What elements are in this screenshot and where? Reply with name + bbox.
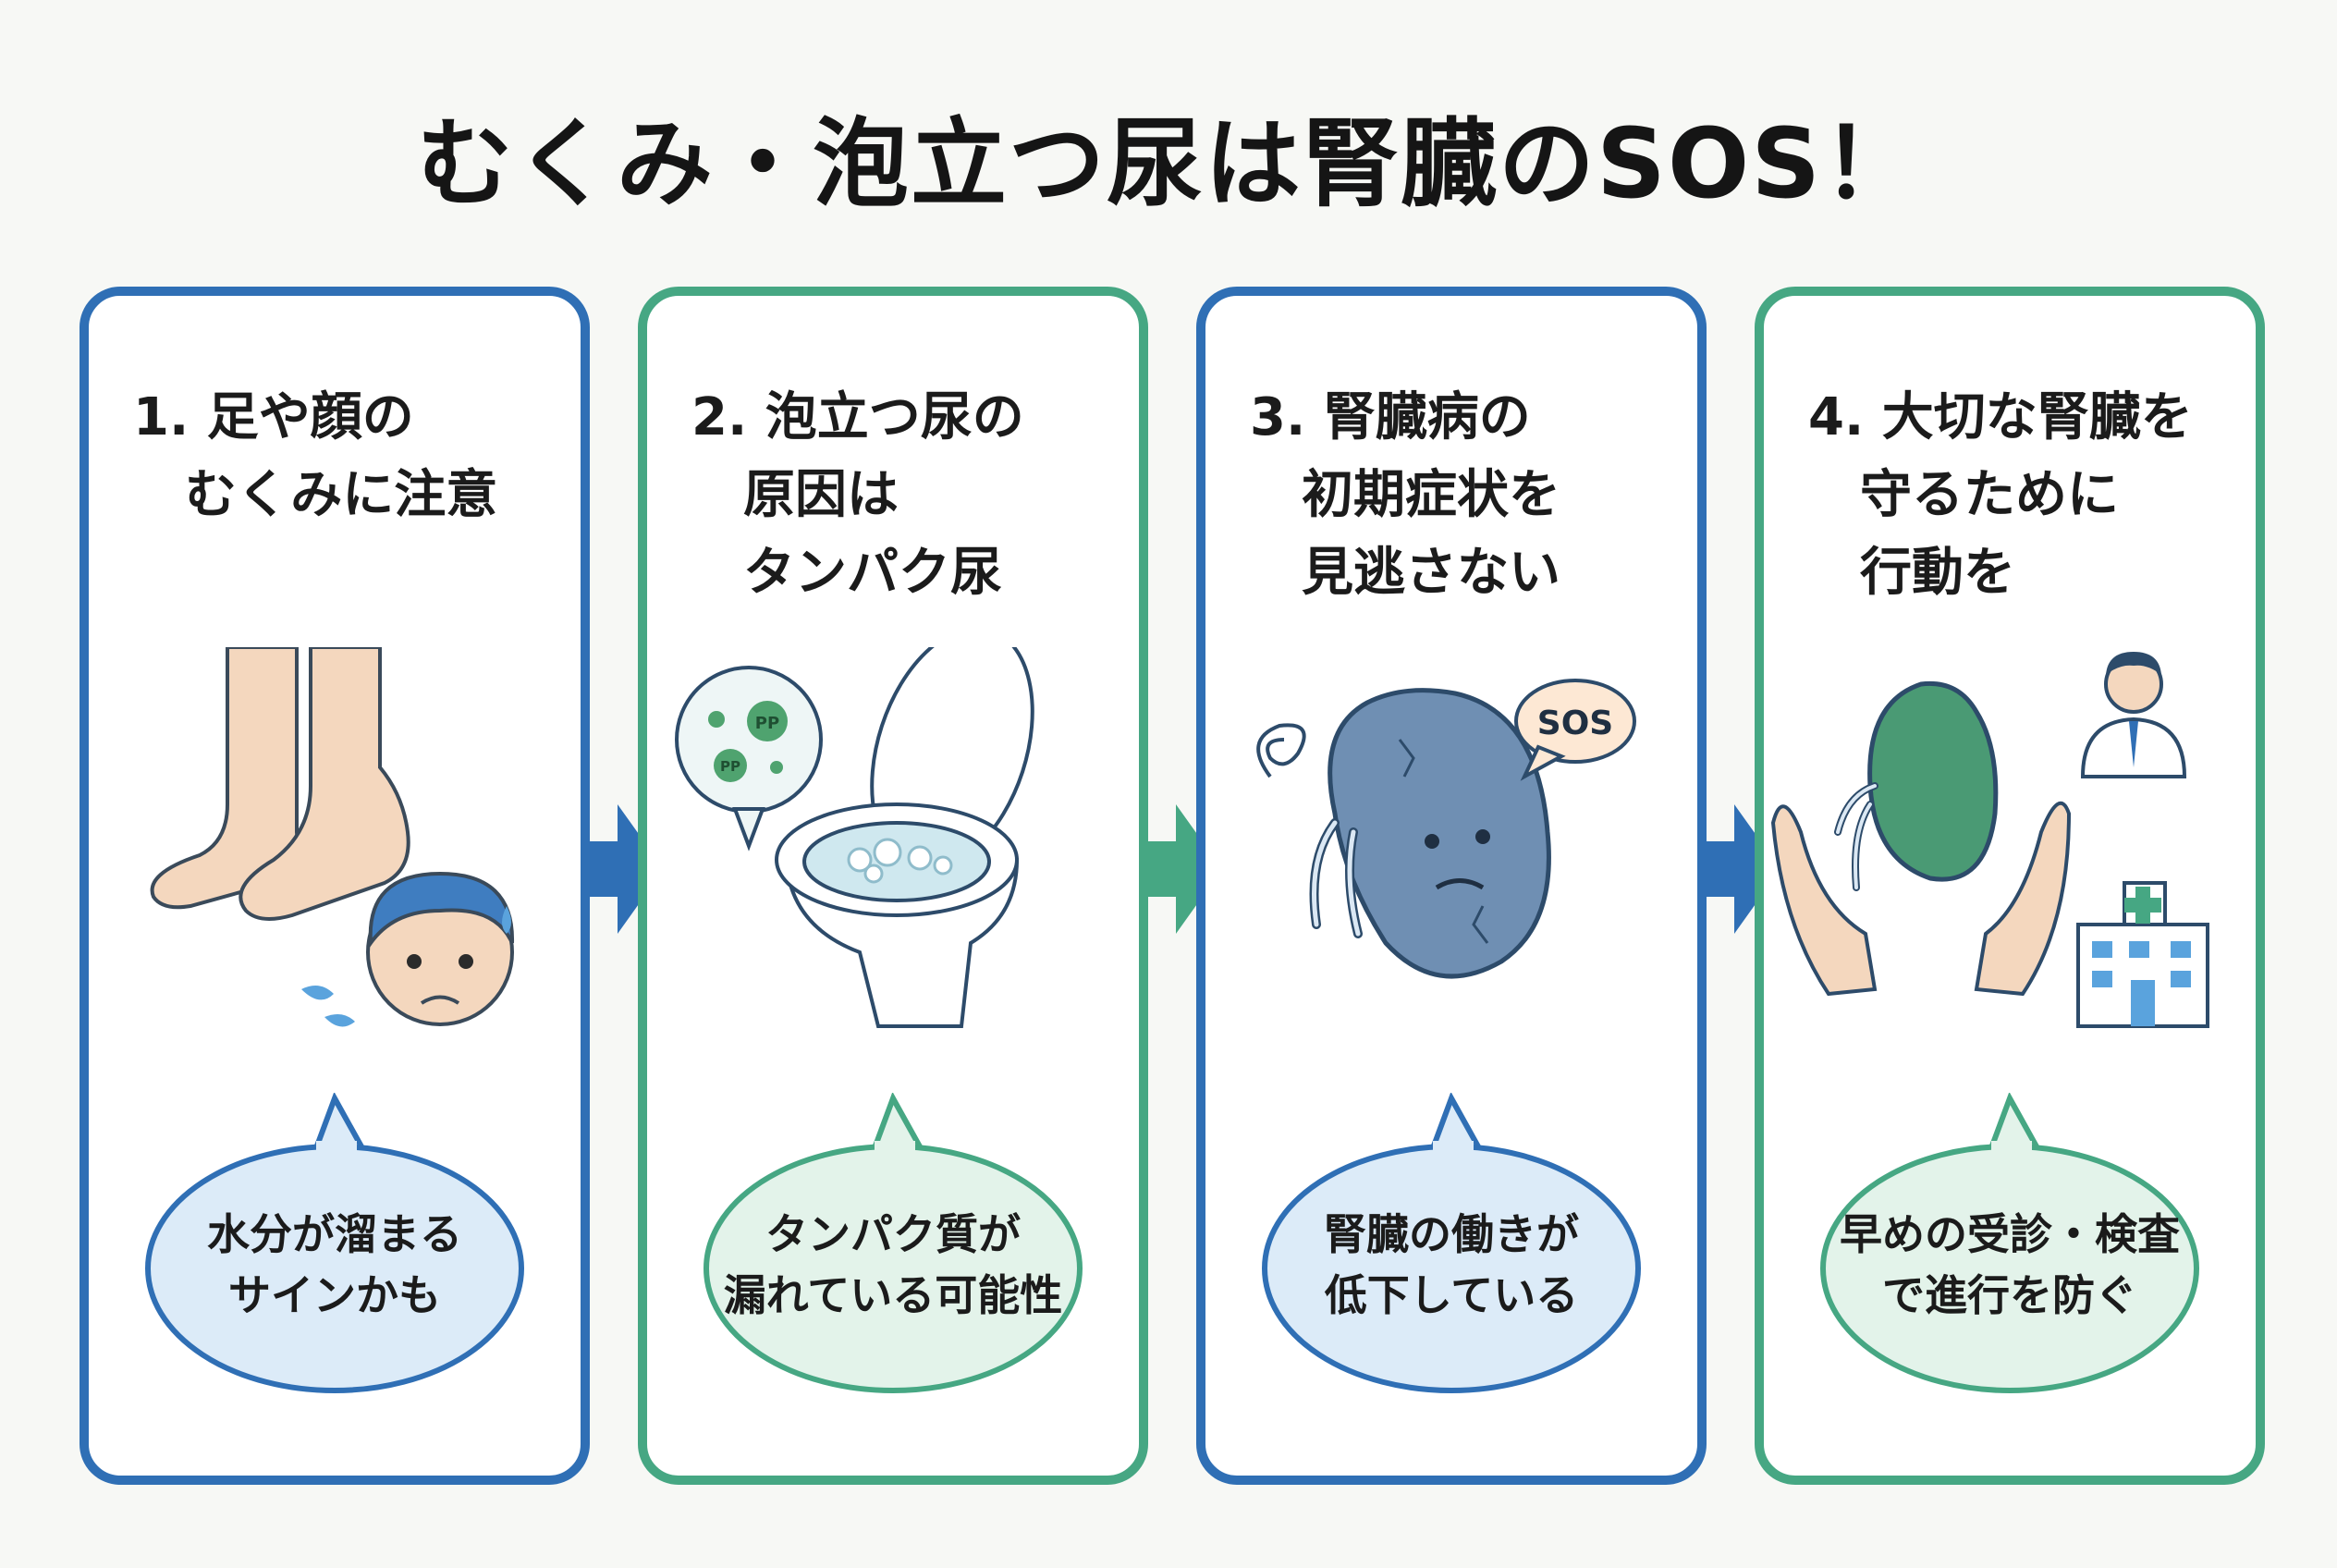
speech-bubble: 水分が溜まる サインかも bbox=[141, 1093, 529, 1398]
bubble-line: 腎臓の働きが bbox=[1324, 1209, 1579, 1259]
bubble-text: 水分が溜まる サインかも bbox=[150, 1204, 520, 1326]
step-title-line: むくみに注意 bbox=[133, 465, 498, 525]
tired-kidney-icon: SOS bbox=[1256, 679, 1636, 979]
page-title: むくみ・泡立つ尿は腎臓のSOS！ bbox=[416, 107, 1921, 220]
kidney-in-hands-icon bbox=[1770, 652, 2209, 1028]
svg-text:PP: PP bbox=[720, 758, 740, 775]
step-card-4: 4. 大切な腎臓を 守るために 行動を bbox=[1755, 287, 2265, 1485]
arrow-right-icon bbox=[590, 804, 664, 934]
step-title-line: 原因は bbox=[691, 465, 899, 525]
bubble-line: 早めの受診・検査 bbox=[1840, 1209, 2180, 1259]
bubble-line: で進行を防ぐ bbox=[1882, 1270, 2137, 1320]
foamy-toilet-icon: PP PP bbox=[675, 647, 1034, 1028]
step-title-line: 行動を bbox=[1808, 543, 2015, 603]
step-title-line: 3. 腎臓病の bbox=[1250, 387, 1531, 447]
step-title-line: 守るために bbox=[1808, 465, 2119, 525]
step-title-line: タンパク尿 bbox=[691, 543, 1002, 603]
bubble-line: タンパク質が bbox=[765, 1209, 1021, 1259]
step-title-line: 4. 大切な腎臓を bbox=[1808, 387, 2193, 447]
worried-face-icon bbox=[366, 871, 515, 1026]
step-title: 2. 泡立つ尿の 原因は タンパク尿 bbox=[691, 379, 1126, 612]
bubble-line: 低下している bbox=[1324, 1270, 1579, 1320]
step-title-line: 1. 足や顔の bbox=[133, 387, 414, 447]
svg-text:PP: PP bbox=[755, 714, 779, 733]
bubble-line: サインかも bbox=[228, 1270, 441, 1320]
bubble-line: 水分が溜まる bbox=[207, 1209, 462, 1259]
speech-bubble: タンパク質が 漏れている可能性 bbox=[699, 1093, 1087, 1398]
doctor-icon bbox=[2080, 652, 2187, 778]
bubble-text: 腎臓の働きが 低下している bbox=[1266, 1204, 1636, 1326]
arrow-right-icon bbox=[1707, 804, 1780, 934]
step-title-line: 見逃さない bbox=[1250, 543, 1560, 603]
step-card-1: 1. 足や顔の むくみに注意 水分が溜まる サインかも bbox=[80, 287, 590, 1485]
step-title-line: 初期症状を bbox=[1250, 465, 1560, 525]
bubble-line: 漏れている可能性 bbox=[723, 1270, 1063, 1320]
bubble-text: タンパク質が 漏れている可能性 bbox=[708, 1204, 1078, 1326]
step-title: 3. 腎臓病の 初期症状を 見逃さない bbox=[1250, 379, 1684, 612]
swollen-feet-icon bbox=[150, 647, 515, 1027]
speech-bubble: 腎臓の働きが 低下している bbox=[1257, 1093, 1646, 1398]
arrow-right-icon bbox=[1148, 804, 1222, 934]
speech-bubble: 早めの受診・検査 で進行を防ぐ bbox=[1816, 1093, 2204, 1398]
protein-bubble-icon: PP PP bbox=[675, 666, 823, 851]
svg-text:SOS: SOS bbox=[1537, 704, 1613, 742]
hospital-icon bbox=[2076, 881, 2209, 1028]
bubble-text: 早めの受診・検査 で進行を防ぐ bbox=[1825, 1204, 2195, 1326]
step-card-2: 2. 泡立つ尿の 原因は タンパク尿 PP PP bbox=[638, 287, 1148, 1485]
step-card-3: 3. 腎臓病の 初期症状を 見逃さない SOS 腎臓の働きが 低下している bbox=[1196, 287, 1707, 1485]
step-title: 4. 大切な腎臓を 守るために 行動を bbox=[1808, 379, 2243, 612]
step-title: 1. 足や顔の むくみに注意 bbox=[133, 379, 568, 534]
sos-bubble-icon: SOS bbox=[1514, 679, 1636, 781]
step-title-line: 2. 泡立つ尿の bbox=[691, 387, 1024, 447]
